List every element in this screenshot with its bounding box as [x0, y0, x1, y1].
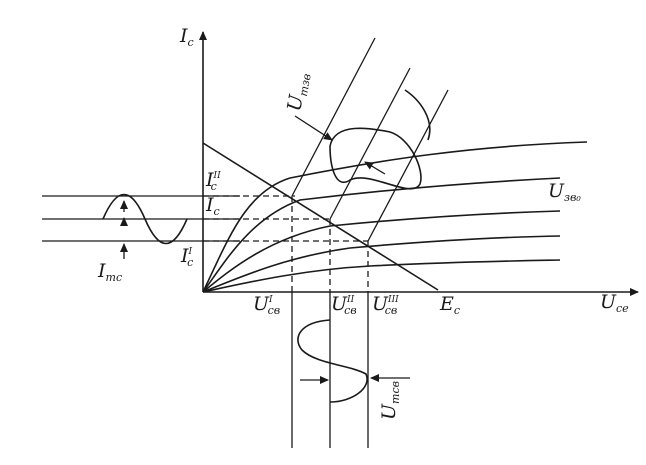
umce-label-group: Umсв [378, 381, 402, 420]
input-sinusoid [102, 193, 188, 245]
uzeo-label: Uзв₀ [548, 180, 581, 204]
characteristic-curve-1 [202, 141, 588, 293]
umze-label: Umзв [283, 71, 313, 113]
characteristic-curve-5 [202, 259, 561, 293]
characteristic-curve-2 [202, 177, 561, 293]
slant-line-1 [291, 37, 376, 197]
slant-line-2 [329, 67, 411, 220]
imc-label: Imc [97, 260, 122, 284]
ec-label: Ec [439, 293, 460, 317]
ic-0-label: Ic [205, 194, 220, 218]
characteristic-curve-3 [202, 210, 561, 293]
umze-waveform-top [404, 89, 431, 141]
ic-axis-label: Ic [179, 25, 194, 49]
umze-label-group: Umзв [283, 71, 313, 113]
characteristic-curve-4 [202, 235, 561, 293]
uce-axis-label: Uce [600, 291, 629, 315]
umze-waveform [329, 127, 422, 190]
umce-label: Umсв [378, 381, 402, 420]
slant-line-3 [367, 89, 449, 242]
load-line [202, 142, 439, 291]
output-sinusoid [297, 319, 368, 403]
umze-arrow [294, 115, 333, 141]
umze-arrow-2 [364, 161, 386, 175]
